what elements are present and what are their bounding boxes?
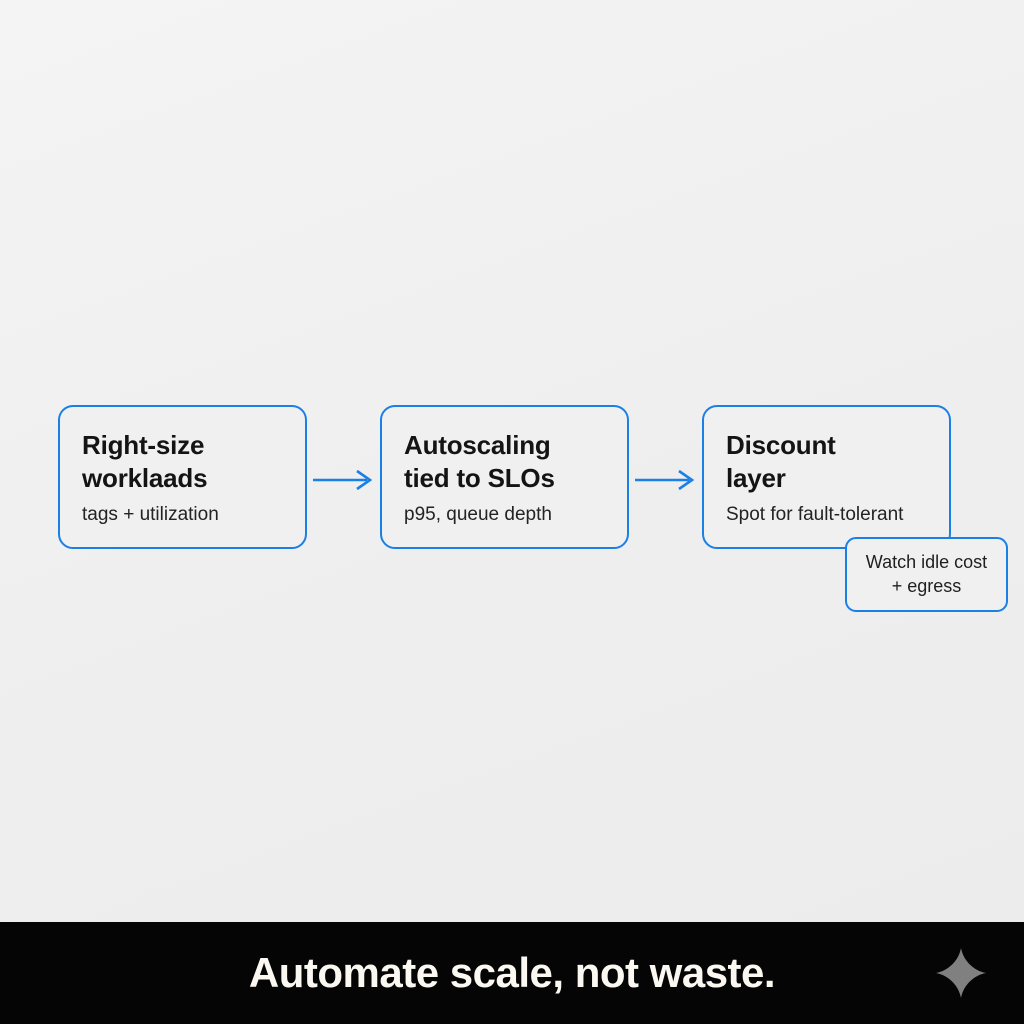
- arrow-right-icon: [634, 467, 696, 493]
- flow-box-title: Autoscaling tied to SLOs: [404, 430, 555, 493]
- flow-box-subtitle: tags + utilization: [82, 503, 219, 525]
- flow-box-title: Right-size worklaads: [82, 430, 208, 493]
- callout-watch-idle-cost[interactable]: Watch idle cost + egress: [845, 537, 1008, 612]
- flow-box-discount-layer[interactable]: Discount layer Spot for fault-tolerant: [702, 405, 951, 549]
- banner-headline: Automate scale, not waste.: [248, 949, 776, 996]
- bottom-banner: Automate scale, not waste.: [0, 922, 1024, 1024]
- callout-text: Watch idle cost + egress: [865, 551, 988, 596]
- arrow-right-icon: [312, 467, 374, 493]
- flow-box-subtitle: Spot for fault-tolerant: [726, 503, 904, 525]
- flow-box-autoscaling-tied-to-slos[interactable]: Autoscaling tied to SLOs p95, queue dept…: [380, 405, 629, 549]
- flow-box-subtitle: p95, queue depth: [404, 503, 552, 525]
- sparkle-icon: [934, 946, 988, 1000]
- flow-box-title: Discount layer: [726, 430, 836, 493]
- flow-box-right-size-workloads[interactable]: Right-size worklaads tags + utilization: [58, 405, 307, 549]
